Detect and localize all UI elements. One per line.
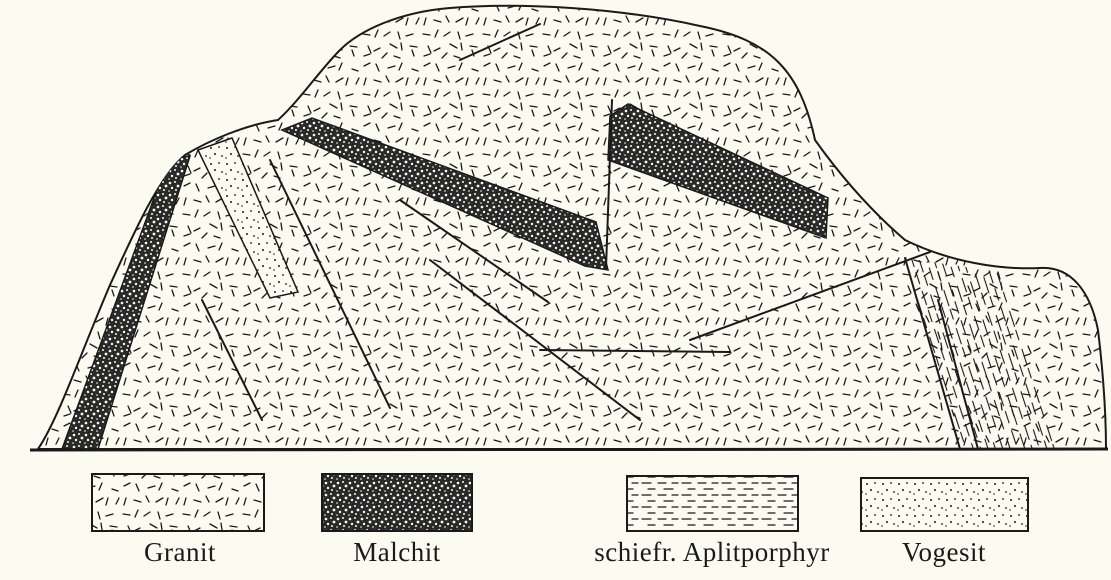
legend-swatch-malchit — [322, 474, 472, 531]
legend-label-malchit: Malchit — [353, 536, 440, 568]
legend-swatch-aplitporphyr — [627, 476, 798, 531]
legend-label-granit: Granit — [144, 536, 216, 568]
legend-swatch-vogesit — [861, 478, 1028, 531]
legend-label-vogesit: Vogesit — [902, 536, 986, 568]
legend-swatch-granit — [92, 474, 264, 531]
ground-line — [30, 449, 1108, 450]
legend — [92, 474, 1028, 531]
outcrop — [30, 6, 1108, 450]
legend-label-aplitporphyr: schiefr. Aplitporphyr — [594, 536, 829, 568]
